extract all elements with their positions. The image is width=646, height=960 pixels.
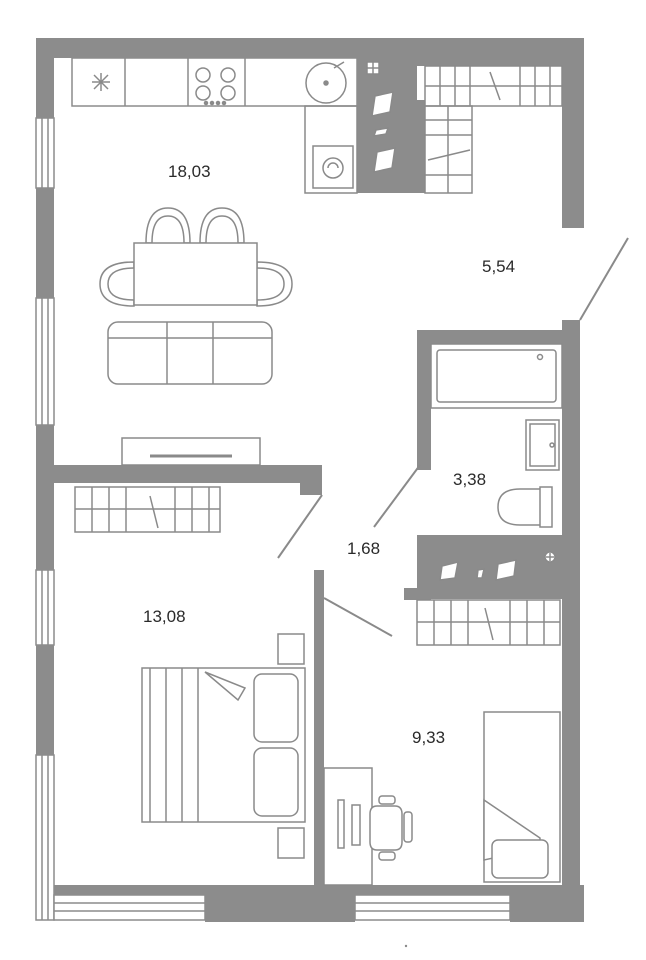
area-label-hallway: 5,54 (482, 257, 515, 276)
dining-set (99, 207, 293, 385)
area-label-bedroom-large: 13,08 (143, 607, 186, 626)
doors (277, 237, 629, 637)
dot-mark (404, 944, 408, 948)
area-labels: 18,03 5,54 3,38 1,68 13,08 9,33 (143, 162, 515, 747)
bedroom-small-furniture (323, 599, 561, 886)
washing-machine-icon (312, 145, 354, 189)
area-label-corridor: 1,68 (347, 539, 380, 558)
storage-closet (366, 61, 563, 194)
area-label-bedroom-small: 9,33 (412, 728, 445, 747)
windows (35, 117, 511, 921)
kitchen (92, 58, 358, 194)
sink-icon (305, 62, 347, 104)
area-label-kitchen-living: 18,03 (168, 162, 211, 181)
bathroom-fixtures (430, 343, 563, 528)
stove-icon (195, 67, 236, 106)
bedroom-large-furniture (74, 486, 306, 859)
tv-stand (121, 437, 261, 466)
area-label-bathroom: 3,38 (453, 470, 486, 489)
walls (36, 38, 584, 922)
small-storage (439, 551, 556, 581)
snowflake-icon (92, 73, 110, 91)
